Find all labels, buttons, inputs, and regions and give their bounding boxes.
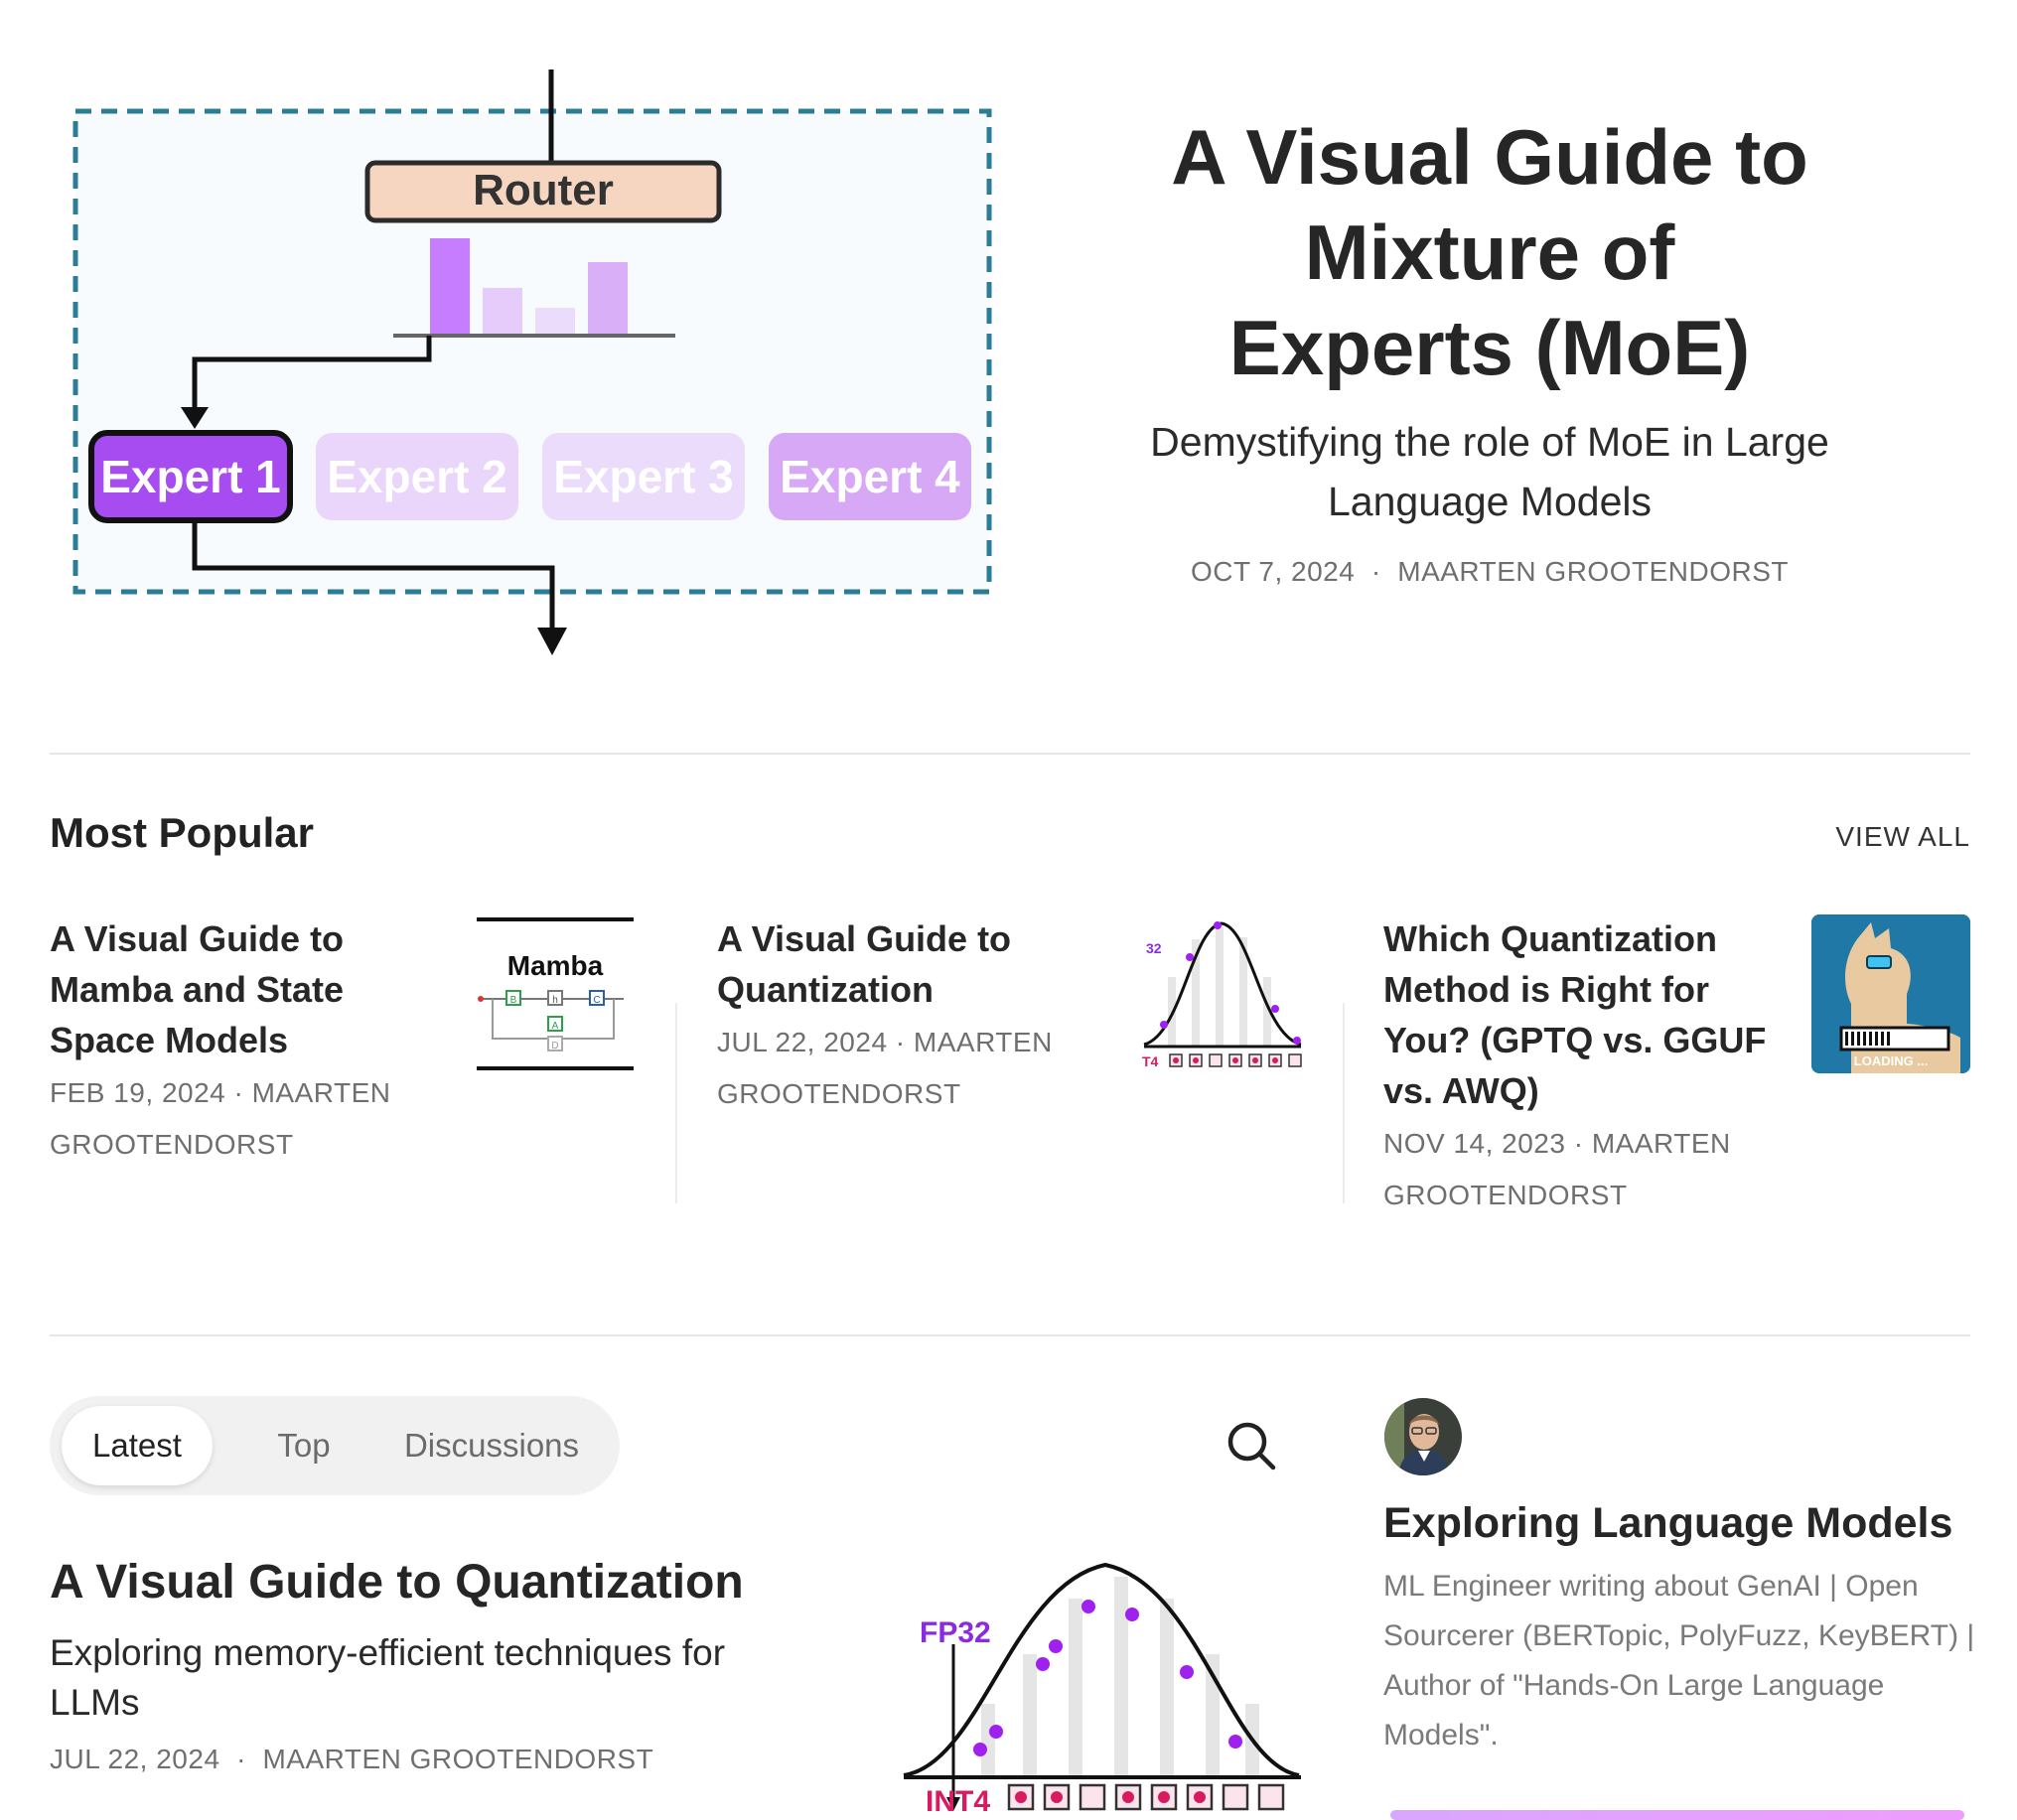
router-score-bar <box>430 238 470 334</box>
router-score-bar <box>535 308 575 334</box>
card-thumbnail-llama[interactable]: LOADING ... <box>1811 914 1970 1073</box>
expert-4-box <box>769 433 971 520</box>
post-thumbnail[interactable]: FP32 INT4 <box>902 1555 1309 1818</box>
publication-name[interactable]: Exploring Language Models <box>1383 1499 1953 1547</box>
card-title[interactable]: A Visual Guide to Mamba and State Space … <box>50 913 437 1065</box>
view-all-link[interactable]: VIEW ALL <box>1778 821 1970 853</box>
card-title-line: A Visual Guide to <box>50 918 345 959</box>
svg-text:A: A <box>552 1021 559 1032</box>
search-icon <box>1227 1422 1276 1470</box>
router-score-bar <box>588 262 628 334</box>
card-meta: NOV 14, 2023 · MAARTEN GROOTENDORST <box>1383 1118 1810 1221</box>
svg-text:LOADING ...: LOADING ... <box>1854 1053 1928 1068</box>
post-author[interactable]: MAARTEN GROOTENDORST <box>262 1744 654 1774</box>
hero-title[interactable]: A Visual Guide to Mixture of Experts (Mo… <box>1102 109 1877 395</box>
tab-latest[interactable]: Latest <box>62 1406 213 1485</box>
post-meta: JUL 22, 2024 · MAARTEN GROOTENDORST <box>50 1744 653 1775</box>
post-title[interactable]: A Visual Guide to Quantization <box>50 1556 744 1609</box>
dot-separator: · <box>1363 556 1389 587</box>
quantization-thumbnail-art: 32 T4 <box>1142 921 1302 1069</box>
llama-thumbnail-art: LOADING ... <box>1811 914 1970 1073</box>
divider <box>50 753 1970 755</box>
card-title-line: Mamba and State <box>50 969 345 1010</box>
card-title-line: A Visual Guide to <box>717 918 1012 959</box>
mamba-thumbnail-art: Mamba B h C A D <box>477 917 634 1070</box>
svg-text:T4: T4 <box>1142 1053 1159 1069</box>
feed-tabs: Latest Top Discussions <box>50 1396 620 1495</box>
moe-diagram: Router Expert 1 Expert 2 Expert 3 Expert… <box>72 70 992 655</box>
card-title[interactable]: Which Quantization Method is Right for Y… <box>1383 913 1810 1116</box>
card-title-line: Quantization <box>717 969 934 1010</box>
svg-text:32: 32 <box>1146 940 1162 956</box>
card-meta-line: GROOTENDORST <box>717 1078 961 1109</box>
expert-2-box <box>316 433 518 520</box>
card-thumbnail-mamba[interactable]: Mamba B h C A D <box>475 917 636 1070</box>
post-date: JUL 22, 2024 <box>50 1744 220 1774</box>
hero-image[interactable]: Router Expert 1 Expert 2 Expert 3 Expert… <box>60 60 1013 675</box>
card-meta-line: FEB 19, 2024 · MAARTEN <box>50 1077 391 1108</box>
card-separator <box>1343 1003 1345 1203</box>
card-thumbnail-quantization[interactable]: 32 T4 <box>1142 917 1303 1070</box>
most-popular-title: Most Popular <box>50 809 315 856</box>
router-box <box>364 160 722 223</box>
card-title-line: You? (GPTQ vs. GGUF <box>1383 1020 1767 1060</box>
svg-text:B: B <box>510 995 517 1006</box>
hero-author[interactable]: MAARTEN GROOTENDORST <box>1397 556 1789 587</box>
hero-date: OCT 7, 2024 <box>1191 556 1356 587</box>
divider <box>50 1334 1970 1336</box>
expert-1-label: Expert 1 <box>100 451 281 502</box>
hero-subtitle: Demystifying the role of MoE in Large La… <box>1150 419 1829 524</box>
svg-text:C: C <box>593 995 600 1006</box>
int4-label: INT4 <box>926 1785 990 1813</box>
router-scores-chart <box>430 238 628 334</box>
quantization-illustration: FP32 INT4 <box>903 1562 1301 1818</box>
card-title-line: vs. AWQ) <box>1383 1070 1539 1111</box>
router-score-bar <box>483 287 522 334</box>
card-separator <box>675 1003 677 1203</box>
card-meta-line: GROOTENDORST <box>50 1129 294 1160</box>
card-title-line: Space Models <box>50 1020 289 1060</box>
hero-meta: OCT 7, 2024 · MAARTEN GROOTENDORST <box>1102 556 1877 588</box>
router-label: Router <box>473 166 614 214</box>
dot-separator: · <box>227 1744 255 1774</box>
publication-description: ML Engineer writing about GenAI | Open S… <box>1383 1570 1975 1751</box>
tab-top[interactable]: Top <box>244 1406 363 1485</box>
card-meta-line: NOV 14, 2023 · MAARTEN <box>1383 1128 1731 1159</box>
popular-card-quantization[interactable]: A Visual Guide to Quantization JUL 22, 2… <box>717 913 1114 1120</box>
mamba-logo-text: Mamba <box>507 950 604 981</box>
svg-text:h: h <box>552 995 558 1006</box>
card-meta-line: GROOTENDORST <box>1383 1180 1628 1210</box>
card-title-line: Method is Right for <box>1383 969 1709 1010</box>
popular-card-mamba[interactable]: A Visual Guide to Mamba and State Space … <box>50 913 437 1171</box>
tab-discussions[interactable]: Discussions <box>381 1406 602 1485</box>
hero-title-line: Mixture of <box>1304 209 1675 296</box>
svg-text:D: D <box>551 1041 558 1051</box>
expert-2-label: Expert 2 <box>327 451 507 502</box>
expert-3-box <box>542 433 745 520</box>
expert-4-label: Expert 4 <box>780 451 960 502</box>
expert-1-box <box>88 430 293 523</box>
expert-3-label: Expert 3 <box>553 451 734 502</box>
avatar-photo <box>1384 1398 1462 1475</box>
search-button[interactable] <box>1224 1418 1279 1473</box>
card-meta: JUL 22, 2024 · MAARTEN GROOTENDORST <box>717 1017 1114 1120</box>
post-subtitle: Exploring memory-efficient techniques fo… <box>50 1632 726 1723</box>
card-title[interactable]: A Visual Guide to Quantization <box>717 913 1114 1015</box>
card-title-line: Which Quantization <box>1383 918 1717 959</box>
card-meta: FEB 19, 2024 · MAARTEN GROOTENDORST <box>50 1067 437 1171</box>
hero-title-line: Experts (MoE) <box>1228 304 1751 391</box>
popular-card-gptq-gguf-awq[interactable]: Which Quantization Method is Right for Y… <box>1383 913 1810 1221</box>
hero-title-line: A Visual Guide to <box>1171 113 1808 201</box>
author-avatar[interactable] <box>1384 1398 1462 1475</box>
card-meta-line: JUL 22, 2024 · MAARTEN <box>717 1027 1053 1057</box>
subscribe-button-edge[interactable] <box>1390 1810 1964 1820</box>
fp32-label: FP32 <box>920 1616 991 1649</box>
